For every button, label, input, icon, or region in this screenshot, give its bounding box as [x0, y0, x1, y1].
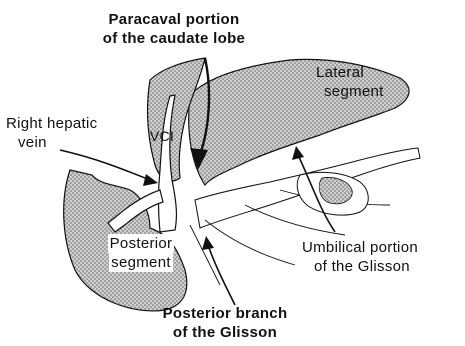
arrow-posterior-branch-head	[202, 236, 214, 250]
arrow-right-hepatic-vein-head	[143, 174, 158, 186]
label-lateral-segment: Lateral segment	[316, 63, 406, 101]
arrow-umbilical-head	[292, 146, 304, 160]
arrow-posterior-branch	[208, 245, 235, 305]
label-paracaval: Paracaval portion of the caudate lobe	[74, 10, 274, 48]
label-right-hepatic-vein: Right hepatic vein	[6, 114, 136, 152]
label-vci: VCI	[142, 127, 182, 146]
label-posterior-branch: Posterior branch of the Glisson	[140, 304, 310, 342]
label-umbilical-portion: Umbilical portion of the Glisson	[302, 238, 462, 276]
label-posterior-segment: Posterior segment	[96, 234, 186, 272]
